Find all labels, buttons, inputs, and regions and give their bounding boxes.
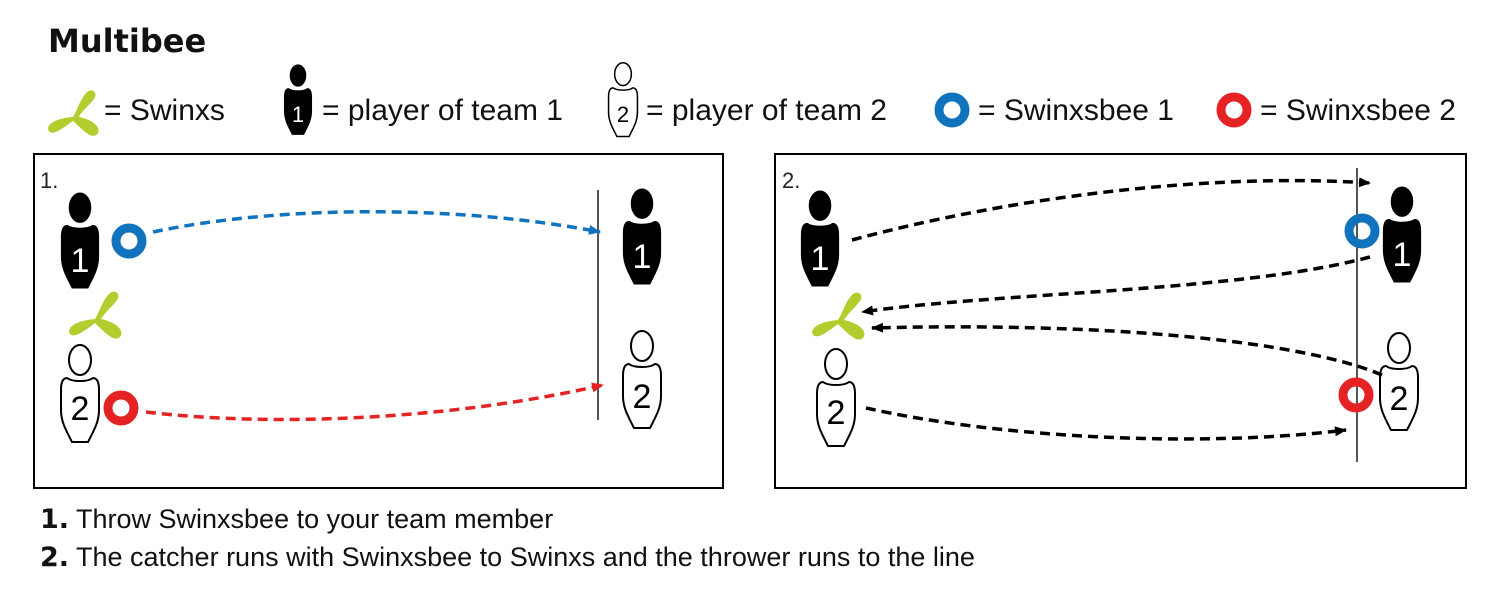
panel-1-team2-catcher: 2 [621,330,663,430]
player-number: 1 [633,238,652,276]
team2-catcher-run-arrow [871,322,1383,377]
player-number: 1 [1393,236,1412,274]
team1-catcher-run-arrow [861,255,1371,316]
swinxsbee1-icon [111,223,147,259]
panel-1-team1-catcher: 1 [622,188,662,285]
player-number: 2 [633,378,652,416]
blue-throw-arrow [152,210,601,235]
panel-2-label: 2. [782,168,800,193]
team1-player-legend-icon: 1 [283,64,313,136]
panel-2-team1-catcher: 1 [1382,186,1422,283]
step-1-number: 1. [40,504,69,535]
legend-team1-label: = player of team 1 [322,94,563,127]
panel-1-team2-thrower: 2 [59,344,101,444]
team2-legend-number: 2 [617,102,629,127]
red-throw-arrow [145,382,604,422]
panel-2: 2. 1 2 1 2 [774,153,1467,489]
legend-swinxs-label: = Swinxs [104,94,225,127]
step-2-text: The catcher runs with Swinxsbee to Swinx… [76,542,975,572]
panel-1-frame [33,153,724,489]
swinxsbee2-icon [103,390,139,426]
player-number: 2 [71,390,90,428]
page-title: Multibee [48,22,206,60]
panel-1-label: 1. [40,168,58,193]
panel-2-frame [774,153,1467,489]
step-2-number: 2. [40,542,69,573]
panel-1-team1-thrower: 1 [60,192,100,289]
player-number: 1 [71,242,90,280]
panel-1: 1. 1 2 1 2 [33,153,724,489]
panel-2-team2-thrower: 2 [815,348,857,448]
panel-2-team2-catcher: 2 [1378,332,1420,432]
swinxs-legend-icon [48,90,99,136]
swinxsbee1-icon [1344,213,1380,249]
team1-legend-number: 1 [292,102,304,127]
step-2: 2. The catcher runs with Swinxsbee to Sw… [40,542,975,573]
legend: = Swinxs 1 = player of team 1 2 = player… [48,62,1456,138]
player-number: 1 [811,240,830,278]
step-1-text: Throw Swinxsbee to your team member [76,504,553,534]
swinxsbee2-legend-icon [1216,92,1252,128]
team1-thrower-run-arrow [851,177,1371,242]
legend-swinxsbee2-label: = Swinxsbee 2 [1260,94,1456,127]
panel-2-team1-thrower: 1 [800,190,840,287]
swinxsbee2-icon [1338,377,1374,413]
step-1: 1. Throw Swinxsbee to your team member [40,504,553,535]
player-number: 2 [1390,380,1409,418]
player-number: 2 [827,394,846,432]
team2-thrower-run-arrow [865,406,1347,441]
legend-swinxsbee1-label: = Swinxsbee 1 [978,94,1174,127]
team2-player-legend-icon: 2 [607,62,639,138]
legend-team2-label: = player of team 2 [646,94,887,127]
swinxsbee1-legend-icon [934,92,970,128]
